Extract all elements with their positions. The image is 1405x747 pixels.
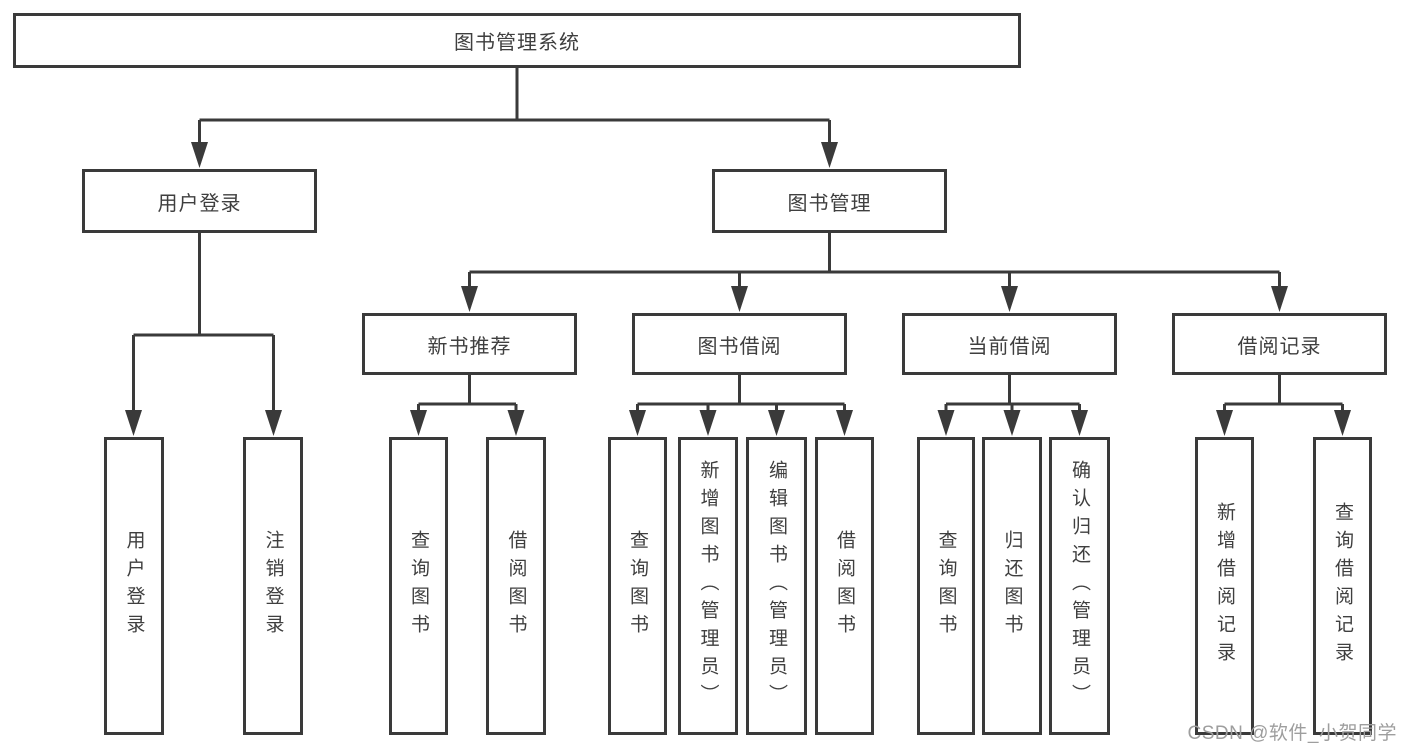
node-query-books-borrow: 查询图书 bbox=[608, 437, 667, 735]
node-new-book-recommend: 新书推荐 bbox=[362, 313, 577, 375]
node-edit-books-admin-label: 编辑图书（管理员） bbox=[766, 460, 787, 712]
node-confirm-return-admin: 确认归还（管理员） bbox=[1049, 437, 1110, 735]
node-add-borrow-record: 新增借阅记录 bbox=[1195, 437, 1254, 735]
node-query-borrow-record-label: 查询借阅记录 bbox=[1332, 502, 1353, 670]
node-query-books-current-label: 查询图书 bbox=[935, 530, 957, 642]
node-current-borrow-label: 当前借阅 bbox=[967, 335, 1052, 358]
node-query-books-recommend: 查询图书 bbox=[389, 437, 448, 735]
node-add-borrow-record-label: 新增借阅记录 bbox=[1214, 502, 1235, 670]
node-borrow-books-recommend: 借阅图书 bbox=[486, 437, 546, 735]
watermark-text: CSDN @软件_小贺同学 bbox=[1187, 723, 1397, 744]
node-return-books-label: 归还图书 bbox=[1001, 530, 1023, 642]
node-query-books-current: 查询图书 bbox=[917, 437, 975, 735]
node-borrow-records: 借阅记录 bbox=[1172, 313, 1387, 375]
node-book-borrow: 图书借阅 bbox=[632, 313, 847, 375]
node-logout-action-label: 注销登录 bbox=[262, 530, 284, 642]
node-user-login-action-label: 用户登录 bbox=[123, 530, 145, 642]
node-user-login-label: 用户登录 bbox=[157, 192, 242, 215]
node-book-management-label: 图书管理 bbox=[787, 192, 872, 215]
node-library-system-label: 图书管理系统 bbox=[454, 32, 580, 54]
node-edit-books-admin: 编辑图书（管理员） bbox=[746, 437, 807, 735]
node-logout-action: 注销登录 bbox=[243, 437, 303, 735]
node-book-borrow-label: 图书借阅 bbox=[697, 335, 782, 358]
node-new-book-recommend-label: 新书推荐 bbox=[427, 335, 512, 358]
node-borrow-books-recommend-label: 借阅图书 bbox=[505, 530, 527, 642]
node-user-login-action: 用户登录 bbox=[104, 437, 164, 735]
node-add-books-admin: 新增图书（管理员） bbox=[678, 437, 738, 735]
node-borrow-books-label: 借阅图书 bbox=[834, 530, 855, 642]
node-book-management: 图书管理 bbox=[712, 169, 947, 233]
node-query-books-recommend-label: 查询图书 bbox=[408, 530, 429, 642]
node-current-borrow: 当前借阅 bbox=[902, 313, 1117, 375]
node-user-login: 用户登录 bbox=[82, 169, 317, 233]
node-confirm-return-admin-label: 确认归还（管理员） bbox=[1069, 460, 1090, 712]
node-return-books: 归还图书 bbox=[982, 437, 1042, 735]
node-borrow-records-label: 借阅记录 bbox=[1237, 335, 1322, 358]
node-query-books-borrow-label: 查询图书 bbox=[627, 530, 648, 642]
node-library-system: 图书管理系统 bbox=[13, 13, 1021, 68]
node-borrow-books: 借阅图书 bbox=[815, 437, 874, 735]
node-query-borrow-record: 查询借阅记录 bbox=[1313, 437, 1372, 735]
node-add-books-admin-label: 新增图书（管理员） bbox=[697, 460, 719, 712]
